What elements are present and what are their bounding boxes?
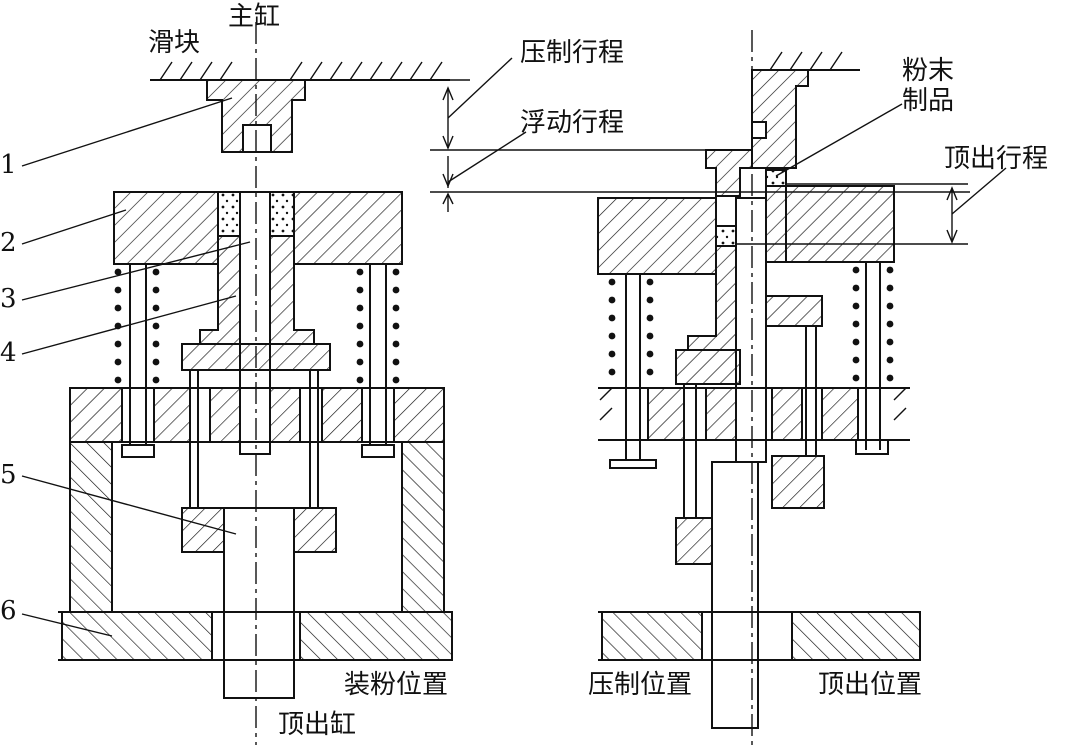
eject-stroke-label: 顶出行程 <box>944 144 1049 174</box>
eject-cylinder-label: 顶出缸 <box>278 710 357 740</box>
part-number-3: 3 <box>0 284 17 314</box>
left-assembly <box>58 22 453 745</box>
part-number-6: 6 <box>0 596 17 626</box>
part-number-4: 4 <box>0 338 17 368</box>
powder-product-label: 粉末 制品 <box>902 56 954 116</box>
part-number-2: 2 <box>0 228 17 258</box>
eject-position-label: 顶出位置 <box>818 670 923 700</box>
powder-product-line-2: 制品 <box>902 86 955 116</box>
press-stroke-label: 压制行程 <box>520 38 625 68</box>
dimension-lines <box>21 57 1007 637</box>
powder-product-line-1: 粉末 <box>902 56 955 86</box>
part-number-5: 5 <box>0 460 17 490</box>
fill-position-label: 装粉位置 <box>344 670 449 700</box>
slider-label: 滑块 <box>148 28 201 58</box>
float-stroke-label: 浮动行程 <box>520 108 625 138</box>
right-assembly <box>597 30 921 745</box>
part-number-1: 1 <box>0 150 17 180</box>
press-position-label: 压制位置 <box>588 670 693 700</box>
main-cylinder-label: 主缸 <box>228 2 281 32</box>
